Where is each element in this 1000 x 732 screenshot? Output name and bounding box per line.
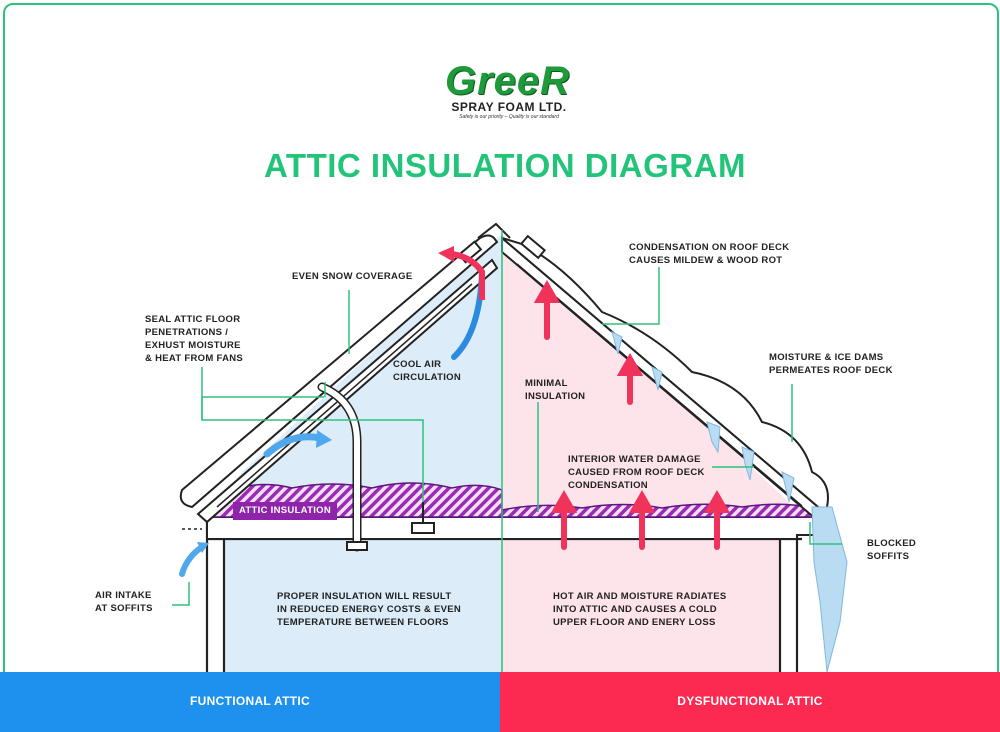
label-blocked-soffits: BLOCKED SOFFITS	[867, 538, 917, 562]
footer-functional: FUNCTIONAL ATTIC	[0, 672, 500, 732]
label-air-intake: AIR INTAKE AT SOFFITS	[95, 590, 153, 614]
label-interior-water: INTERIOR WATER DAMAGE CAUSED FROM ROOF D…	[568, 454, 705, 491]
snow-right	[501, 237, 829, 514]
label-moisture-ice: MOISTURE & ICE DAMS PERMEATES ROOF DECK	[769, 352, 893, 376]
ridge-vent-right	[519, 234, 547, 260]
diagram-frame: GreeR SPRAY FOAM LTD. Safety is our prio…	[3, 3, 999, 731]
label-minimal-insulation: MINIMAL INSULATION	[525, 378, 586, 402]
logo-tagline: Safety is our priority – Quality is our …	[459, 114, 559, 120]
footer-functional-label: FUNCTIONAL ATTIC	[190, 694, 310, 708]
snow-left	[179, 234, 499, 509]
attic-insulation-right	[501, 503, 815, 518]
label-seal-attic: SEAL ATTIC FLOOR PENETRATIONS / EXHUST M…	[145, 314, 244, 364]
footer-dysfunctional-label: DYSFUNCTIONAL ATTIC	[677, 694, 823, 708]
label-hot-air: HOT AIR AND MOISTURE RADIATES INTO ATTIC…	[553, 591, 727, 628]
icicle-icon	[611, 331, 848, 673]
leader-lines	[172, 267, 842, 606]
ceiling-deck	[206, 516, 823, 540]
ridge-cap	[477, 222, 511, 239]
label-cool-air: COOL AIR CIRCULATION	[393, 359, 462, 383]
logo-company-name: SPRAY FOAM LTD.	[451, 100, 567, 114]
roof-deck-left	[196, 258, 499, 524]
logo-wordmark: GreeR	[445, 59, 571, 103]
label-proper-insulation: PROPER INSULATION WILL RESULT IN REDUCED…	[277, 591, 462, 628]
footer-dysfunctional: DYSFUNCTIONAL ATTIC	[500, 672, 1000, 732]
hot-air-arrow-icon	[533, 279, 731, 550]
label-attic-insulation: ATTIC INSULATION	[233, 502, 337, 520]
exhaust-arrow-icon	[438, 246, 485, 300]
label-even-snow: EVEN SNOW COVERAGE	[292, 271, 413, 282]
label-condensation: CONDENSATION ON ROOF DECK CAUSES MILDEW …	[629, 242, 790, 266]
page-title: ATTIC INSULATION DIAGRAM	[264, 147, 746, 184]
attic-warm-zone	[502, 234, 794, 674]
